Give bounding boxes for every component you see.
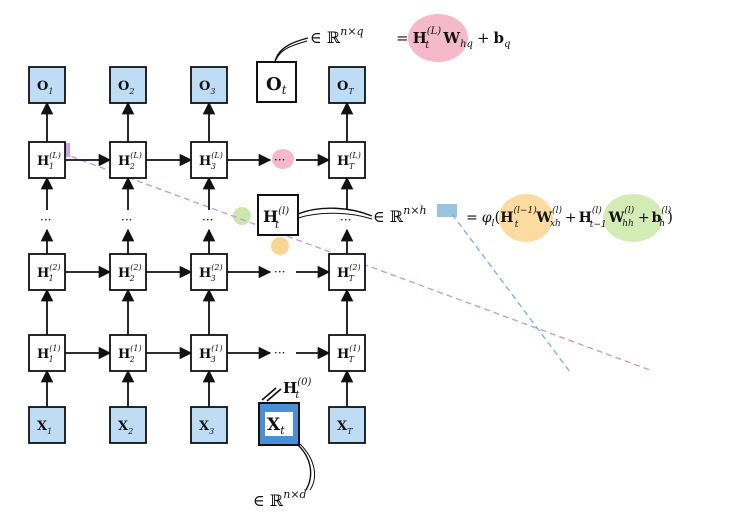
green-blob-eq — [603, 194, 663, 242]
input-node-1: X1 — [28, 406, 66, 444]
hidden-top-node-2-label: H(L)2 — [118, 151, 142, 171]
ot-connector — [274, 37, 309, 63]
hidden-layer1-node-T-label: H(1)T — [337, 344, 361, 364]
output-node-2: O2 — [109, 66, 147, 104]
hidden-layer1-node-2-label: H(1)2 — [118, 344, 142, 364]
hidden-layer1-node-1: H(1)1 — [28, 334, 66, 372]
hidden-layer2-node-T-label: H(2)T — [337, 263, 361, 283]
input-node-1-label: X1 — [37, 419, 52, 436]
hidden-layer2-node-1-label: H(2)1 — [37, 263, 61, 283]
htl-node-label: H(l)t — [263, 206, 289, 231]
hidden-layer2-node-2: H(2)2 — [109, 253, 147, 291]
vertical-ellipsis-3: ··· — [202, 213, 213, 227]
hidden-top-node-3-label: H(L)3 — [199, 151, 223, 171]
hidden-top-node-T: H(L)T — [328, 141, 366, 179]
input-node-3-label: X3 — [199, 419, 214, 436]
input-alias: H(0)t — [283, 377, 311, 401]
output-node-2-label: O2 — [118, 79, 134, 96]
pink-blob-output-eq — [408, 14, 468, 62]
input-node-2-label: X2 — [118, 419, 133, 436]
input-node-T-label: XT — [337, 419, 353, 436]
hidden-layer2-node-3: H(2)3 — [190, 253, 228, 291]
hidden-layer2-node-T: H(2)T — [328, 253, 366, 291]
dashed-blue-line — [451, 213, 571, 373]
hidden-top-node-1-label: H(L)1 — [37, 151, 61, 171]
output-space: ∈ ℝn×q — [310, 25, 364, 47]
hidden-space: ∈ ℝn×h — [373, 204, 427, 226]
output-node-3-label: O3 — [199, 79, 215, 96]
xt-node-label: Xt — [267, 415, 285, 437]
input-space: ∈ ℝn×d — [253, 488, 307, 510]
orange-blob-eq — [499, 194, 553, 242]
horizontal-ellipsis-h1: ··· — [274, 346, 285, 360]
rnn-grid: ··· ··· ··· ··· ··· ··· ··· O1H(L)1H(2)1H(1)1X1… — [28, 66, 366, 444]
output-node-T-label: OT — [337, 79, 354, 96]
orange-blob-small — [271, 237, 289, 255]
output-node-T: OT — [328, 66, 366, 104]
vertical-ellipsis-2: ··· — [121, 213, 132, 227]
output-node-1: O1 — [28, 66, 66, 104]
hidden-layer1-node-2: H(1)2 — [109, 334, 147, 372]
vertical-ellipsis-1: ··· — [40, 213, 51, 227]
input-node-T: XT — [328, 406, 366, 444]
ot-node — [256, 61, 297, 103]
input-node-3: X3 — [190, 406, 228, 444]
hidden-top-node-3: H(L)3 — [190, 141, 228, 179]
output-node-3: O3 — [190, 66, 228, 104]
htl-node — [257, 194, 299, 236]
output-node-1-label: O1 — [37, 79, 53, 96]
callout-input: Xt H(0)t ∈ ℝn×d — [253, 377, 316, 510]
hidden-top-node-1: H(L)1 — [28, 141, 66, 179]
xt-connector — [296, 443, 312, 491]
hidden-layer1-node-1-label: H(1)1 — [37, 344, 61, 364]
hidden-layer2-node-3-label: H(2)3 — [199, 263, 223, 283]
ot-node-label: Ot — [266, 74, 287, 97]
hidden-layer2-node-1: H(2)1 — [28, 253, 66, 291]
horizontal-ellipsis-h2: ··· — [274, 265, 285, 279]
hidden-top-node-2: H(L)2 — [109, 141, 147, 179]
hidden-layer2-node-2-label: H(2)2 — [118, 263, 142, 283]
vertical-ellipsis-T: ··· — [340, 213, 351, 227]
hidden-layer1-node-3-label: H(1)3 — [199, 344, 223, 364]
hidden-layer1-node-3: H(1)3 — [190, 334, 228, 372]
hidden-layer1-node-T: H(1)T — [328, 334, 366, 372]
input-node-2: X2 — [109, 406, 147, 444]
hidden-top-node-T-label: H(L)T — [337, 151, 361, 171]
htl-connector — [297, 207, 373, 217]
pink-blob-hidden-dots — [272, 149, 294, 169]
horizontal-ellipsis-hL: ··· — [274, 153, 285, 167]
green-blob-small — [233, 207, 251, 225]
blue-highlight-space-h — [437, 204, 457, 217]
